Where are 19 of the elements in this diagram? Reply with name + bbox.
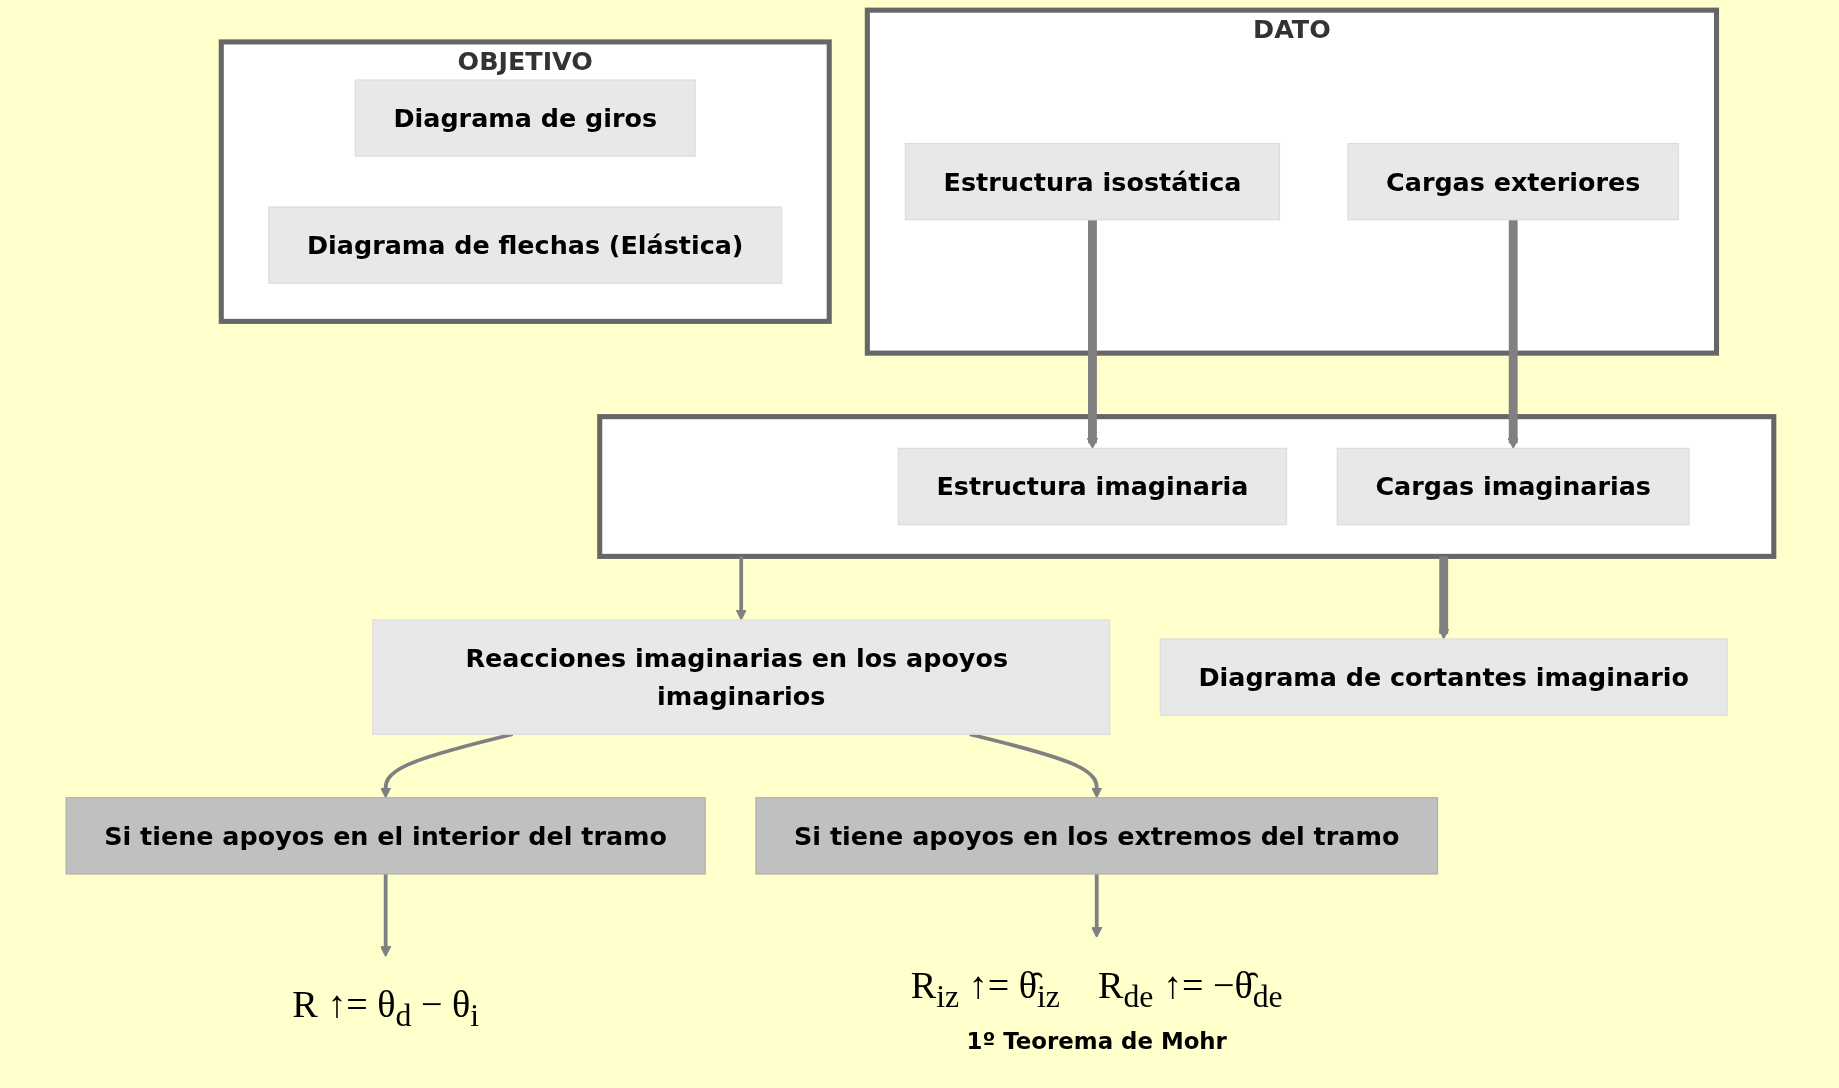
arrow bbox=[1507, 219, 1519, 449]
arrow bbox=[379, 873, 391, 958]
node-box: Si tiene apoyos en el interior del tramo bbox=[65, 797, 706, 875]
node-box: Si tiene apoyos en los extremos del tramo bbox=[754, 797, 1438, 875]
arrow bbox=[735, 556, 747, 621]
cluster bbox=[596, 414, 1776, 559]
node-box: Estructura imaginaria bbox=[897, 447, 1287, 526]
arrow bbox=[1090, 873, 1102, 938]
arrow bbox=[1086, 219, 1098, 449]
node-box: Reacciones imaginarias en los apoyos imaginarios bbox=[371, 619, 1110, 735]
arrow bbox=[1437, 556, 1449, 640]
node-text: R ↑= θ$_{d}$ − θ$_{i}$ bbox=[291, 983, 479, 1033]
node-box: Diagrama de cortantes imaginario bbox=[1159, 638, 1728, 716]
node-box: Diagrama de flechas (Elástica) bbox=[267, 206, 782, 284]
node-box: Cargas exteriores bbox=[1346, 142, 1679, 221]
node-text: R$_{iz}$ ↑= θ̑$_{iz}$ R$_{de}$ ↑= −θ̑$_{de}$ 1º Teorema de Mohr bbox=[910, 964, 1283, 1054]
node-box: Cargas imaginarias bbox=[1336, 447, 1690, 526]
node-box: Diagrama de giros bbox=[354, 79, 696, 157]
node-box: Estructura isostática bbox=[904, 142, 1280, 221]
